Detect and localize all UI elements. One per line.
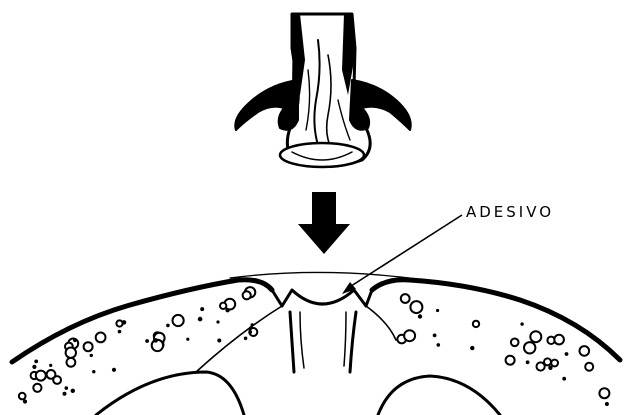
- shaft-component: [235, 14, 410, 167]
- pore-bubble: [418, 315, 421, 318]
- pore-bubble: [605, 403, 608, 406]
- pores: [19, 287, 610, 405]
- pore-bubble: [167, 324, 170, 327]
- pore-bubble: [65, 387, 68, 390]
- left-flange: [235, 80, 298, 130]
- pore-bubble: [63, 392, 66, 395]
- pore-bubble: [84, 342, 93, 351]
- pore-bubble: [118, 330, 121, 333]
- pore-bubble: [473, 321, 479, 327]
- pore-bubble: [35, 360, 38, 363]
- right-flange: [350, 80, 411, 130]
- pore-bubble: [511, 339, 519, 347]
- pore-bubble: [66, 348, 76, 358]
- pore-bubble: [554, 335, 564, 345]
- pore-bubble: [244, 337, 247, 340]
- pore-bubble: [187, 338, 189, 340]
- pore-bubble: [36, 371, 46, 381]
- pore-bubble: [563, 377, 566, 380]
- pore-bubble: [580, 346, 590, 356]
- pore-bubble: [74, 339, 77, 342]
- pore-bubble: [217, 321, 219, 323]
- pore-bubble: [220, 303, 226, 309]
- socket-joint: [272, 290, 372, 306]
- down-arrow-icon: [298, 192, 350, 254]
- pore-bubble: [506, 356, 515, 365]
- pore-bubble: [67, 358, 76, 367]
- pore-bubble: [544, 358, 551, 365]
- pore-bubble: [530, 331, 541, 342]
- adhesive-label: ADESIVO: [466, 203, 554, 221]
- pore-bubble: [249, 331, 252, 334]
- pore-bubble: [112, 368, 115, 371]
- pore-bubble: [201, 308, 204, 311]
- pore-bubble: [154, 339, 158, 343]
- pore-bubble: [33, 365, 36, 368]
- pore-bubble: [526, 361, 529, 364]
- pore-bubble: [410, 301, 422, 313]
- right-cavity: [378, 376, 500, 415]
- pore-bubble: [23, 400, 26, 403]
- pore-bubble: [437, 344, 440, 347]
- pore-bubble: [521, 323, 523, 325]
- pore-bubble: [33, 384, 41, 392]
- pore-bubble: [96, 333, 106, 343]
- pore-bubble: [524, 342, 535, 353]
- pore-bubble: [404, 330, 415, 341]
- pore-bubble: [251, 324, 253, 326]
- pore-bubble: [401, 294, 410, 303]
- pore-bubble: [226, 309, 229, 312]
- pore-bubble: [433, 334, 436, 337]
- outer-surface-left: [12, 280, 272, 362]
- pore-bubble: [198, 317, 202, 321]
- pore-bubble: [243, 291, 251, 299]
- pore-bubble: [551, 360, 558, 367]
- pore-bubble: [437, 309, 439, 311]
- pore-bubble: [116, 320, 122, 326]
- pore-bubble: [90, 354, 92, 356]
- pore-bubble: [173, 315, 184, 326]
- pore-bubble: [146, 340, 149, 343]
- pore-bubble: [53, 376, 61, 384]
- pore-bubble: [19, 393, 26, 400]
- pore-bubble: [565, 353, 568, 356]
- pore-bubble: [93, 371, 95, 373]
- porous-body: [12, 272, 620, 415]
- pore-bubble: [549, 366, 552, 369]
- left-cavity: [96, 372, 244, 415]
- pore-bubble: [218, 339, 221, 342]
- pore-bubble: [71, 389, 74, 392]
- pore-bubble: [599, 388, 609, 398]
- pore-bubble: [471, 346, 474, 349]
- pore-bubble: [585, 363, 593, 371]
- pore-bubble: [50, 364, 52, 366]
